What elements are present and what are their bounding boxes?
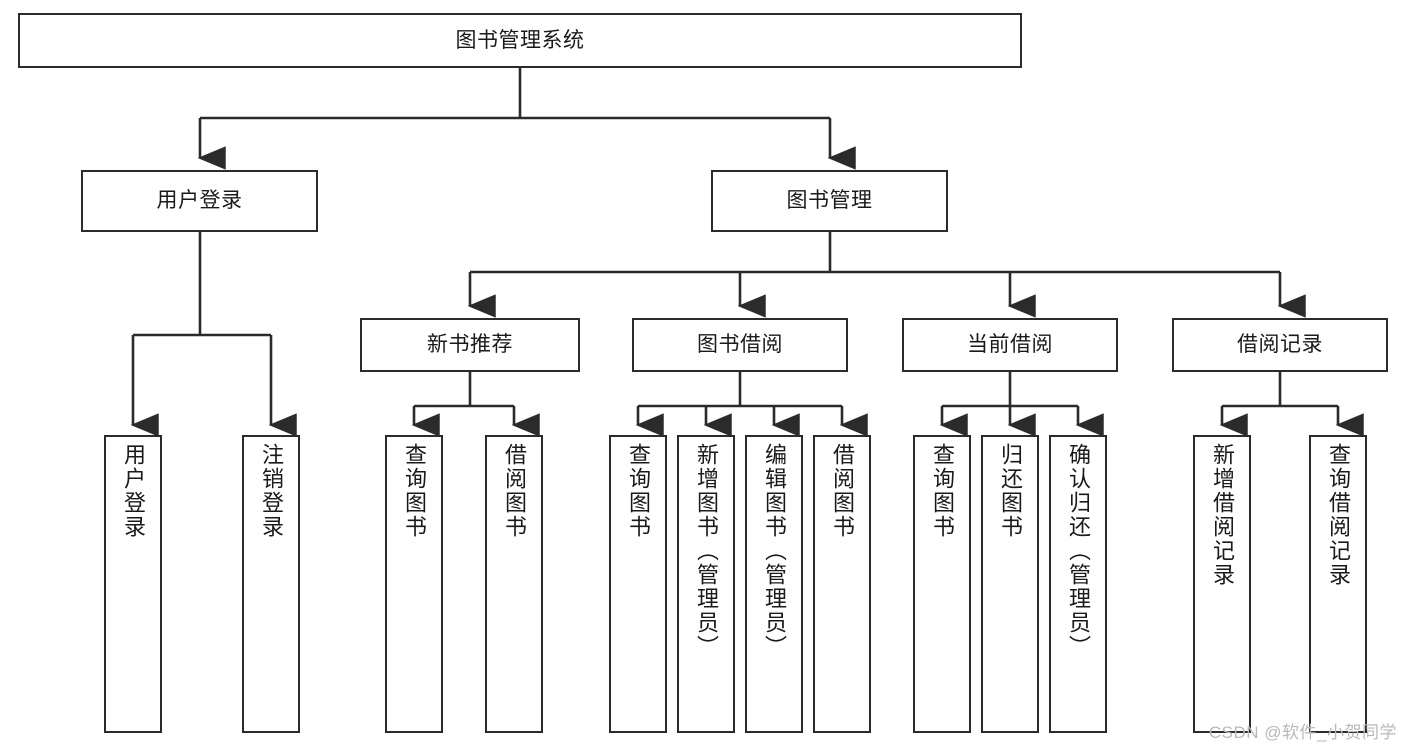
leaf-borrow-record-query[interactable]: 查询借阅记录 [1309,435,1367,733]
node-label: 图书借阅 [697,333,783,357]
leaf-current-borrow-return[interactable]: 归还图书 [981,435,1039,733]
leaf-book-borrow-edit[interactable]: 编辑图书（管理员） [745,435,803,733]
leaf-current-borrow-confirm-return[interactable]: 确认归还（管理员） [1049,435,1107,733]
node-label: 查询图书 [626,443,651,539]
node-borrow-record[interactable]: 借阅记录 [1172,318,1388,372]
node-user-login[interactable]: 用户登录 [81,170,318,232]
edges-user-login-subtree [130,232,297,437]
node-label: 查询图书 [930,443,955,539]
leaf-current-borrow-query[interactable]: 查询图书 [913,435,971,733]
node-label: 图书管理 [786,189,873,213]
node-label: 确认归还（管理员） [1066,443,1091,659]
leaf-user-login-logout[interactable]: 注销登录 [242,435,300,733]
node-book-management[interactable]: 图书管理 [711,170,948,232]
node-label: 新增图书（管理员） [694,443,719,659]
node-new-book-recommend[interactable]: 新书推荐 [360,318,580,372]
node-label: 新增借阅记录 [1210,443,1235,587]
node-label: 当前借阅 [967,333,1053,357]
node-root-system[interactable]: 图书管理系统 [18,13,1022,68]
node-label: 查询图书 [402,443,427,539]
leaf-user-login-login[interactable]: 用户登录 [104,435,162,733]
node-label: 借阅记录 [1237,333,1323,357]
node-label: 借阅图书 [830,443,855,539]
node-label: 用户登录 [156,189,243,213]
edges-root-to-level2 [197,68,856,170]
node-label: 归还图书 [998,443,1023,539]
node-label: 新书推荐 [427,333,513,357]
edges-current-borrow-subtree [939,372,1104,437]
leaf-new-book-query[interactable]: 查询图书 [385,435,443,733]
node-label: 借阅图书 [502,443,527,539]
node-label: 查询借阅记录 [1326,443,1351,587]
leaf-new-book-borrow[interactable]: 借阅图书 [485,435,543,733]
node-current-borrow[interactable]: 当前借阅 [902,318,1118,372]
leaf-book-borrow-query[interactable]: 查询图书 [609,435,667,733]
node-label: 注销登录 [259,443,284,539]
edges-borrow-record-subtree [1219,372,1364,437]
node-label: 图书管理系统 [455,28,585,52]
leaf-book-borrow-borrow[interactable]: 借阅图书 [813,435,871,733]
leaf-book-borrow-add[interactable]: 新增图书（管理员） [677,435,735,733]
node-label: 用户登录 [121,443,146,539]
edges-book-mgmt-to-level3 [467,232,1306,318]
node-label: 编辑图书（管理员） [762,443,787,659]
leaf-borrow-record-add[interactable]: 新增借阅记录 [1193,435,1251,733]
edges-book-borrow-subtree [635,372,868,437]
edges-new-book-subtree [411,372,540,437]
node-book-borrow[interactable]: 图书借阅 [632,318,848,372]
